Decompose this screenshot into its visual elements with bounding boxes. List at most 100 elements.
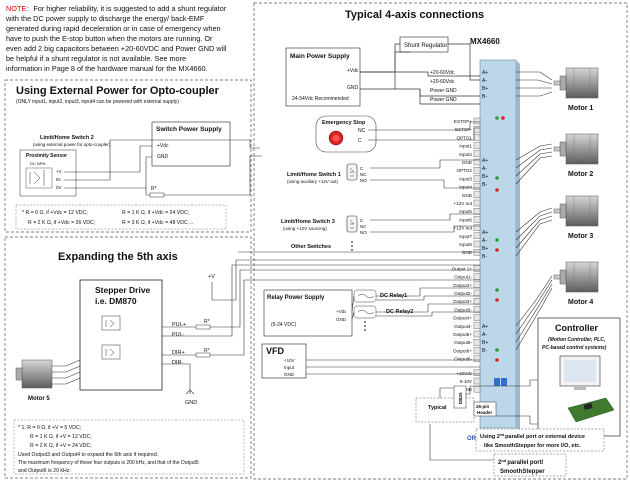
terminal-pin-label: Input3 [459, 176, 472, 181]
relay-vdc: +Vdc [336, 309, 347, 314]
mx4660-board [479, 59, 517, 429]
terminal-pin-label: +12V out [453, 201, 472, 206]
wire-label-0v: 0V [56, 185, 62, 190]
terminal-pin-label: Input5 [459, 209, 472, 214]
motor-1-label: Motor 1 [568, 105, 593, 112]
drive-label: Stepper Drive [95, 285, 151, 295]
motor-pin-label: B- [482, 348, 487, 354]
motor-wires [515, 71, 553, 351]
motor-pin-label: B+ [482, 174, 488, 180]
terminal-pin [473, 232, 481, 240]
main-power-supply [285, 47, 361, 107]
db25-icon [453, 385, 467, 409]
or-label: OR [467, 436, 477, 442]
port-text-1b: parallel port/ [507, 460, 543, 466]
svg-text:2ndparallel port/: 2ndparallel port/ [498, 458, 544, 466]
fifth-note-3: R = 2 K Ω, if +V = 24 VDC; [30, 443, 92, 449]
terminal-pin-label: Output3+ [453, 299, 472, 304]
terminal-pin-label: Output3- [454, 307, 472, 312]
optocoupler-icon [101, 315, 121, 331]
other-switches-label: Other Switches [291, 244, 331, 250]
sensor-type: DC NPN [30, 161, 45, 166]
contact-c: C [360, 218, 364, 223]
relay-range: (5-24 VDC) [271, 322, 297, 328]
terminal-pin [473, 377, 481, 385]
motor-pin-label: A+ [482, 230, 488, 236]
vfd-wires [306, 359, 480, 375]
motor-pin-label: B- [482, 182, 487, 188]
terminal-pin [473, 142, 481, 149]
terminal-pin-label: GND [462, 250, 473, 255]
dip-switch-icon [501, 378, 507, 386]
note-line-6: be helpful if a shunt regulator is not a… [6, 54, 186, 63]
ps-gnd-label: GND [347, 85, 359, 91]
controller-desc-2: PC-based control systems) [542, 345, 607, 351]
terminal-pin [473, 175, 481, 182]
sensor-label: Proximity Sensor [26, 153, 67, 159]
opto-note-4: R = 3 K Ω, if +Vdc = 48 VDC ... [122, 220, 194, 226]
fifth-note-4: Used Output3 and Output4 to expand the 6… [18, 452, 158, 458]
switch2-sub: (using external power for opto-coupler) [33, 142, 111, 147]
board-name: MX4660 [470, 37, 500, 46]
terminal-pin-label: Output6- [454, 357, 472, 362]
terminal-pin-label: OPTO2 [457, 168, 473, 173]
switch1-sub: (using auxiliary +12V out) [287, 179, 338, 184]
terminal-pin [473, 117, 481, 125]
switch-ps-gnd: GND [157, 154, 169, 160]
port-text-2: SmoothStepper [500, 469, 545, 475]
terminal-pin [473, 134, 481, 141]
fifth-r2-label: R* [204, 348, 210, 354]
rail-label: +20-60Vdc [430, 70, 455, 76]
motor-2: Motor 2 [553, 133, 599, 178]
terminal-pin [473, 125, 481, 133]
fifth-r1-label: R* [204, 319, 210, 325]
optocoupler-icon [101, 344, 121, 360]
opto-notes-box [15, 204, 227, 230]
drive-model: i.e. DM870 [95, 296, 137, 306]
shunt-label: Shunt Regulator [404, 43, 447, 49]
terminal-pin [473, 265, 481, 272]
terminal-pin [473, 355, 481, 362]
terminal-pin-label: Output 1+ [452, 266, 473, 271]
motor-pin-label: A+ [482, 324, 488, 330]
alt-box [475, 428, 605, 452]
relay-ps-label: Relay Power Supply [267, 295, 325, 301]
terminal-block: ESTOP+ESTOP-OPTO1Input1Input2GNDOPTO2Inp… [452, 117, 481, 393]
rail-label: Power GND [430, 97, 457, 103]
terminal-pin-label: Input4 [459, 185, 472, 190]
dc-relay-icon [353, 289, 377, 303]
terminal-pin [473, 199, 481, 207]
controller-title: Controller [555, 323, 598, 333]
led-icon [495, 298, 499, 302]
pin-dir-minus: DIR- [172, 360, 183, 366]
motor-5-label: Motor 5 [28, 396, 50, 402]
terminal-pin [473, 216, 481, 223]
terminal-pin-label: Output2- [454, 291, 472, 296]
motor-4-label: Motor 4 [568, 299, 593, 306]
controller-desc-1: (Motion Controller, PLC, [548, 337, 605, 343]
terminal-pin [473, 347, 481, 354]
terminal-pin-label: Output4- [454, 324, 472, 329]
led-icon [495, 116, 499, 120]
terminal-pin-label: ESTOP+ [454, 119, 472, 124]
terminal-pin [473, 306, 481, 313]
typical-label: Typical [428, 405, 447, 411]
pin-pul-plus: PUL+ [172, 322, 186, 328]
terminal-pin [473, 386, 481, 393]
circuit-board-icon [567, 397, 615, 423]
terminal-pin-label: Output5- [454, 340, 472, 345]
motor-pin-label: B+ [482, 340, 488, 346]
terminal-pin [473, 158, 481, 166]
terminal-pin [473, 207, 481, 215]
dc-relay-icon [353, 305, 377, 319]
led-icon [501, 116, 505, 120]
led-icon [495, 176, 499, 180]
pin-pul-minus: PUL- [172, 332, 185, 338]
terminal-pin [473, 298, 481, 305]
switch1-label: Limit/Home Switch 1 [287, 172, 341, 178]
terminal-pin [473, 281, 481, 288]
terminal-pin [473, 240, 481, 248]
note-line-5: even add 2 big capacitors between +20-60… [6, 44, 227, 53]
motor-pin-label: A- [482, 166, 487, 172]
motor-pin-label: A- [482, 78, 487, 84]
